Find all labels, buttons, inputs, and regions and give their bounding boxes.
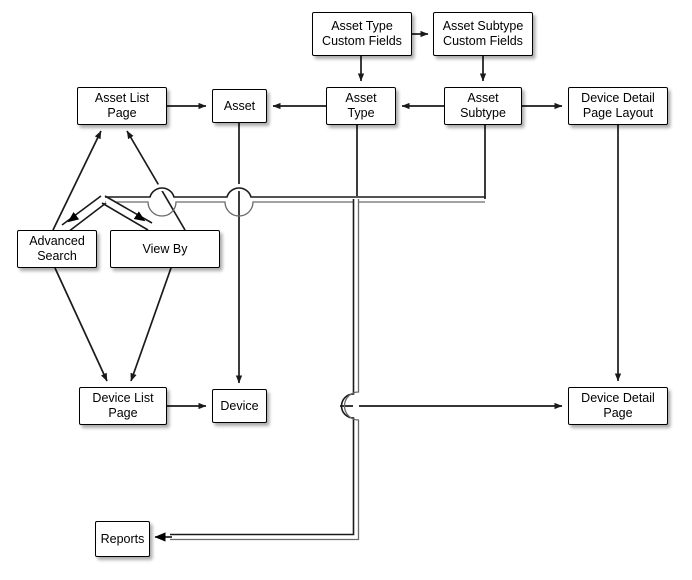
- node-asset-type[interactable]: Asset Type: [326, 87, 396, 125]
- node-label: Reports: [100, 531, 145, 546]
- node-view-by[interactable]: View By: [110, 230, 220, 268]
- node-asset[interactable]: Asset: [212, 89, 267, 123]
- node-label: Device: [220, 398, 259, 413]
- node-device-detail-page-layout[interactable]: Device Detail Page Layout: [568, 87, 668, 125]
- bus-horizontal-line-top: [105, 187, 485, 198]
- edge-view-by-to-asset-list-page: [126, 130, 186, 231]
- node-label: Device List Page: [92, 391, 154, 420]
- node-label: View By: [142, 241, 188, 256]
- node-reports[interactable]: Reports: [95, 521, 150, 557]
- node-asset-subtype-custom-fields[interactable]: Asset Subtype Custom Fields: [433, 12, 533, 56]
- bus-branch-view-by-rail-b: [101, 202, 149, 231]
- bus-vertical-rail-right: [170, 199, 360, 541]
- node-asset-type-custom-fields[interactable]: Asset Type Custom Fields: [312, 12, 412, 56]
- node-label: Asset List Page: [94, 91, 150, 120]
- edge-advanced-search-to-asset-list-page: [52, 130, 102, 231]
- edge-advanced-search-to-device-list-page: [54, 267, 108, 382]
- node-label: Asset Subtype: [460, 91, 506, 120]
- node-device-detail-page[interactable]: Device Detail Page: [568, 387, 668, 425]
- bus-vertical-mask: [170, 199, 359, 540]
- node-label: Asset Subtype Custom Fields: [442, 19, 524, 48]
- bus-horizontal-line-bottom: [105, 201, 485, 217]
- node-asset-subtype[interactable]: Asset Subtype: [444, 87, 522, 125]
- bus-branch-advanced-search-mask: [64, 197, 106, 231]
- node-asset-list-page[interactable]: Asset List Page: [77, 87, 167, 125]
- bus-branch-view-by-mask: [105, 197, 157, 231]
- node-label: Device Detail Page: [581, 391, 655, 420]
- node-label: Asset Type: [345, 91, 377, 120]
- node-advanced-search[interactable]: Advanced Search: [17, 230, 97, 268]
- node-device-list-page[interactable]: Device List Page: [79, 387, 167, 425]
- node-label: Advanced Search: [29, 234, 85, 263]
- node-label: Device Detail Page Layout: [581, 91, 655, 120]
- node-device[interactable]: Device: [212, 389, 267, 423]
- node-label: Asset: [223, 98, 256, 113]
- node-label: Asset Type Custom Fields: [322, 19, 402, 48]
- bus-branch-advanced-search-rail-b: [67, 202, 107, 233]
- edge-view-by-to-device-list-page: [130, 267, 172, 382]
